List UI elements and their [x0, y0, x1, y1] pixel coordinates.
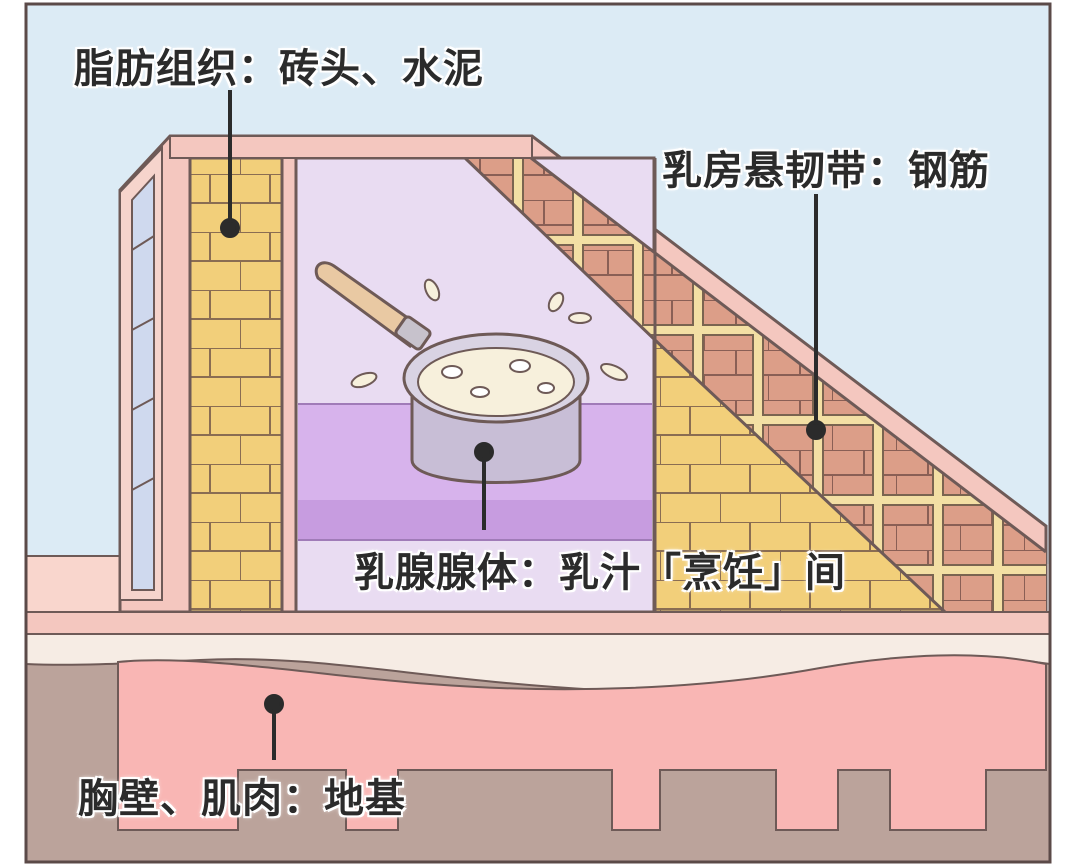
ligament-label: 乳房悬韧带：钢筋 — [662, 148, 990, 194]
gland-label: 乳腺腺体：乳汁「烹饪」间 — [354, 550, 846, 596]
chest-pointer-dot — [264, 694, 284, 714]
ligament-pointer-dot — [806, 420, 826, 440]
chest-muscle — [117, 654, 1047, 831]
chest-wall-label: 胸壁、肌肉：地基 — [78, 776, 406, 822]
floor-slab — [25, 611, 1051, 635]
gland-pointer-dot — [474, 442, 494, 462]
fat-tissue-label: 脂肪组织：砖头、水泥 — [74, 46, 484, 92]
window — [131, 173, 155, 591]
saucepan-icon — [314, 261, 590, 484]
milk-splash-icon — [350, 278, 628, 389]
fat-pointer-dot — [220, 218, 240, 238]
